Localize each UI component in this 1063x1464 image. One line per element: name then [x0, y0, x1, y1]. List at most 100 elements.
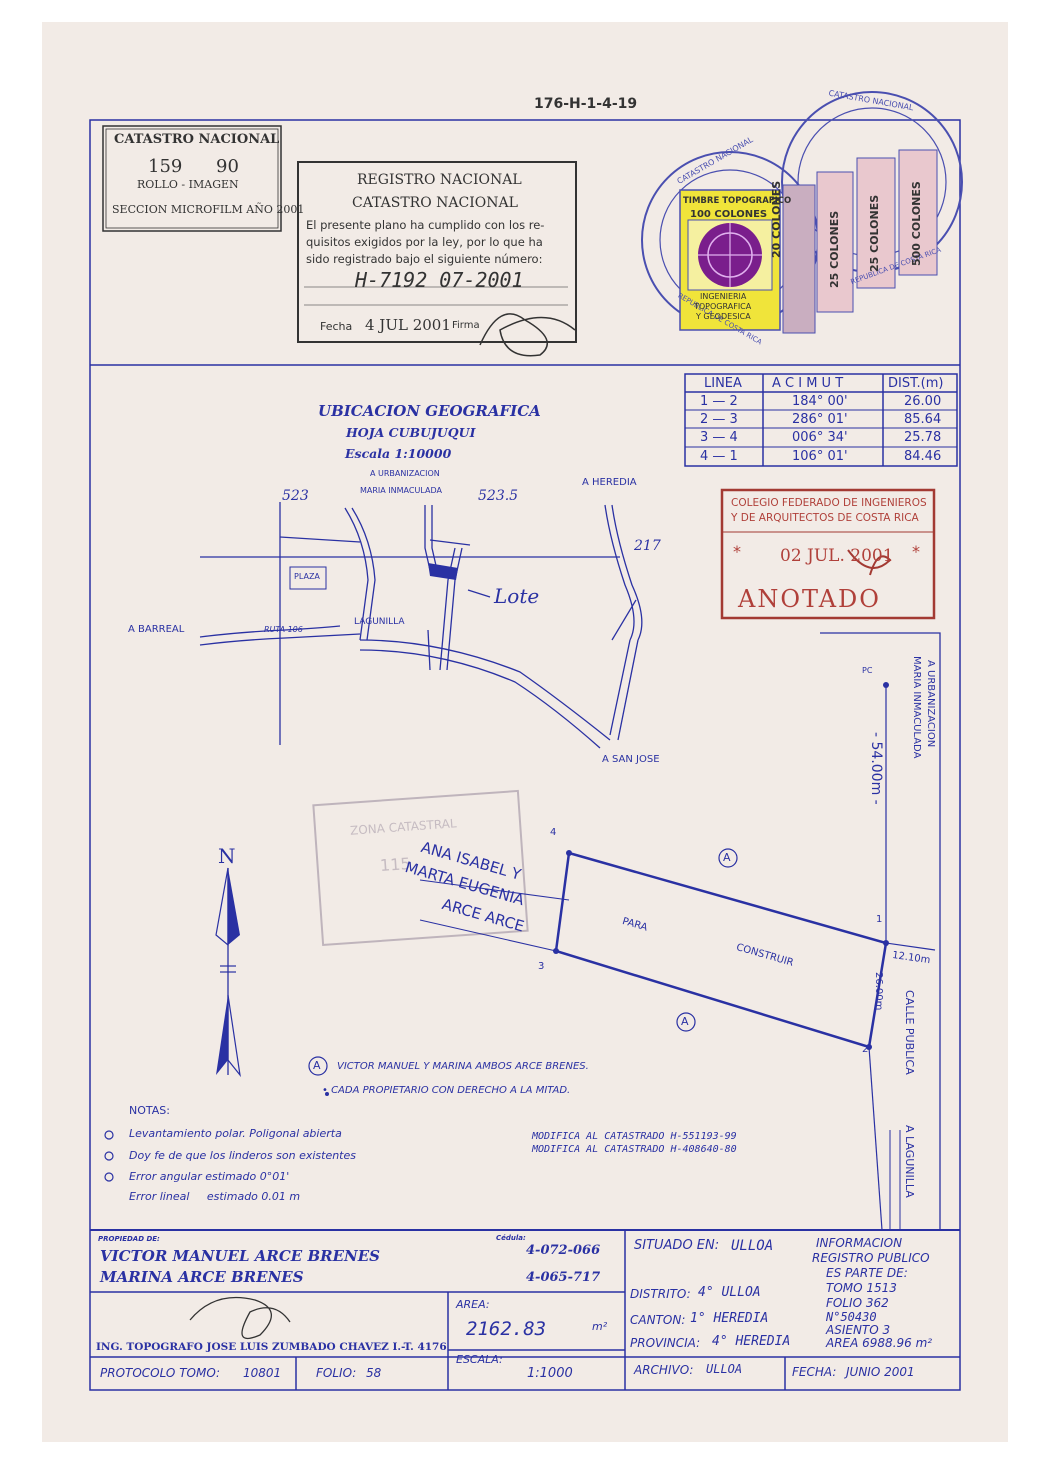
- provincia-value: 4° HEREDIA: [712, 1334, 791, 1349]
- situado-value: ULLOA: [731, 1238, 774, 1254]
- plan-reference: 176-H-1-4-19: [534, 96, 638, 112]
- modifies-2: MODIFICA AL CATASTRADO H-408640-80: [532, 1144, 737, 1155]
- notes-title: NOTAS:: [129, 1104, 170, 1117]
- registry-text-3: sido registrado bajo el siguiente número…: [306, 252, 543, 266]
- registry-date-label: Fecha: [320, 320, 353, 333]
- map-to-san-jose: A SAN JOSE: [602, 754, 660, 765]
- area-value: 2162.83: [466, 1318, 547, 1340]
- cedula-2: 4-065-717: [526, 1270, 601, 1285]
- stamp-20-colones: 20 COLONES: [770, 180, 783, 258]
- map-sheet: HOJA CUBUJUQUI: [346, 425, 476, 440]
- stamp-25-colones-b: 25 COLONES: [868, 194, 881, 272]
- north-label: N: [218, 844, 236, 868]
- colegio-line-2: Y DE ARQUITECTOS DE COSTA RICA: [731, 512, 919, 524]
- timbre-value: 100 COLONES: [690, 209, 768, 220]
- owner-2: MARINA ARCE BRENES: [100, 1268, 304, 1286]
- area-unit: m²: [592, 1320, 608, 1333]
- table-row-2-linea: 2 — 3: [700, 412, 738, 427]
- map-lote: Lote: [494, 584, 540, 608]
- protocolo-label: PROTOCOLO TOMO:: [100, 1366, 221, 1380]
- folio-label: FOLIO:: [316, 1366, 357, 1380]
- timbre-bottom-1: INGENIERIA: [700, 292, 747, 301]
- vertex-2: 2: [862, 1044, 869, 1055]
- info-numero: N°50430: [826, 1310, 877, 1324]
- situado-label: SITUADO EN:: [634, 1238, 720, 1253]
- distrito-label: DISTRITO:: [630, 1287, 691, 1301]
- provincia-label: PROVINCIA:: [630, 1336, 701, 1350]
- registry-signature: [479, 313, 576, 357]
- surveyor: ING. TOPOGRAFO JOSE LUIS ZUMBADO CHAVEZ …: [96, 1341, 447, 1353]
- table-row-4-acimut: 106° 01': [792, 449, 848, 464]
- timbre-title: TIMBRE TOPOGRAFICO: [683, 196, 792, 206]
- bearing-table-frame: [684, 373, 958, 467]
- info-line-2: REGISTRO PUBLICO: [812, 1251, 930, 1265]
- surveyor-signature: [189, 1296, 291, 1340]
- colegio-status: ANOTADO: [738, 585, 881, 613]
- map-title: UBICACION GEOGRAFICA: [318, 402, 541, 420]
- escala-value: 1:1000: [527, 1366, 573, 1381]
- location-map-lines: [199, 502, 643, 749]
- registry-text-1: El presente plano ha cumplido con los re…: [306, 218, 545, 232]
- note-4: Error lineal estimado 0.01 m: [129, 1190, 301, 1203]
- map-to-barreal: A BARREAL: [128, 624, 185, 635]
- registry-sign-label: Firma: [452, 320, 480, 331]
- table-row-1-dist: 26.00: [904, 394, 942, 409]
- table-row-3-dist: 25.78: [904, 430, 942, 445]
- registry-title-2: CATASTRO NACIONAL: [352, 195, 518, 211]
- to-lagunilla: A LAGUNILLA: [903, 1125, 916, 1198]
- registry-title-1: REGISTRO NACIONAL: [357, 172, 522, 188]
- map-grid-y: 217: [634, 538, 661, 554]
- microfilm-roll-label: ROLLO - IMAGEN: [137, 178, 239, 191]
- area-label: AREA:: [456, 1298, 490, 1311]
- info-tomo: TOMO 1513: [826, 1281, 897, 1295]
- lote-marker: [428, 563, 458, 580]
- vertex-4: 4: [550, 827, 557, 838]
- vertex-3: 3: [538, 961, 545, 972]
- colegio-initials: [847, 549, 892, 576]
- map-ruta: RUTA 106: [264, 625, 303, 634]
- registry-date: 4 JUL 2001: [365, 316, 451, 334]
- escala-label: ESCALA:: [456, 1353, 503, 1366]
- stamp-25-colones-a: 25 COLONES: [828, 210, 841, 288]
- colegio-stamp-frame: [720, 488, 936, 620]
- info-folio: FOLIO 362: [826, 1296, 889, 1310]
- table-header-linea: LINEA: [704, 376, 742, 391]
- pc-label: PC: [862, 666, 873, 675]
- note-2: Doy fe de que los linderos son existente…: [129, 1149, 356, 1162]
- colegio-star-right: *: [912, 542, 920, 561]
- table-header-dist: DIST.(m): [888, 376, 944, 391]
- lot-boundary: [554, 851, 888, 1049]
- canton-value: 1° HEREDIA: [690, 1311, 769, 1326]
- map-to-urbanizacion-2: MARIA INMACULADA: [360, 486, 442, 495]
- canton-label: CANTON:: [630, 1313, 686, 1327]
- distance-side: 26.00m: [873, 972, 884, 1011]
- revenue-stamps: [679, 149, 938, 334]
- colegio-star-left: *: [733, 542, 741, 561]
- table-row-1-acimut: 184° 00': [792, 394, 848, 409]
- note-3: Error angular estimado 0°01': [129, 1170, 290, 1183]
- table-row-2-dist: 85.64: [904, 412, 942, 427]
- map-scale: Escala 1:10000: [345, 446, 452, 461]
- cedula-label: Cédula:: [496, 1234, 526, 1242]
- info-asiento: ASIENTO 3: [826, 1323, 891, 1337]
- distrito-value: 4° ULLOA: [698, 1285, 761, 1300]
- legend-owners: VICTOR MANUEL Y MARINA AMBOS ARCE BRENES…: [337, 1061, 589, 1072]
- modifies-1: MODIFICA AL CATASTRADO H-551193-99: [532, 1131, 737, 1142]
- table-row-3-linea: 3 — 4: [700, 430, 738, 445]
- map-plaza: PLAZA: [294, 572, 320, 581]
- microfilm-section: SECCION MICROFILM AÑO 2001: [112, 203, 305, 216]
- north-arrow: [215, 867, 241, 1078]
- protocolo-value: 10801: [243, 1366, 282, 1380]
- distance-street: - 54.00m -: [868, 732, 884, 805]
- table-row-4-linea: 4 — 1: [700, 449, 738, 464]
- map-lagunilla: LAGUNILLA: [354, 617, 405, 627]
- colegio-line-1: COLEGIO FEDERADO DE INGENIEROS: [731, 497, 927, 509]
- table-header-acimut: A C I M U T: [772, 376, 844, 391]
- archivo-value: ULLOA: [706, 1362, 743, 1376]
- cedula-1: 4-072-066: [526, 1243, 601, 1258]
- fecha-value: JUNIO 2001: [846, 1365, 915, 1379]
- marker-a-north: A: [723, 851, 731, 864]
- marker-a-south: A: [681, 1015, 689, 1028]
- microfilm-stamp-frame: [102, 125, 282, 232]
